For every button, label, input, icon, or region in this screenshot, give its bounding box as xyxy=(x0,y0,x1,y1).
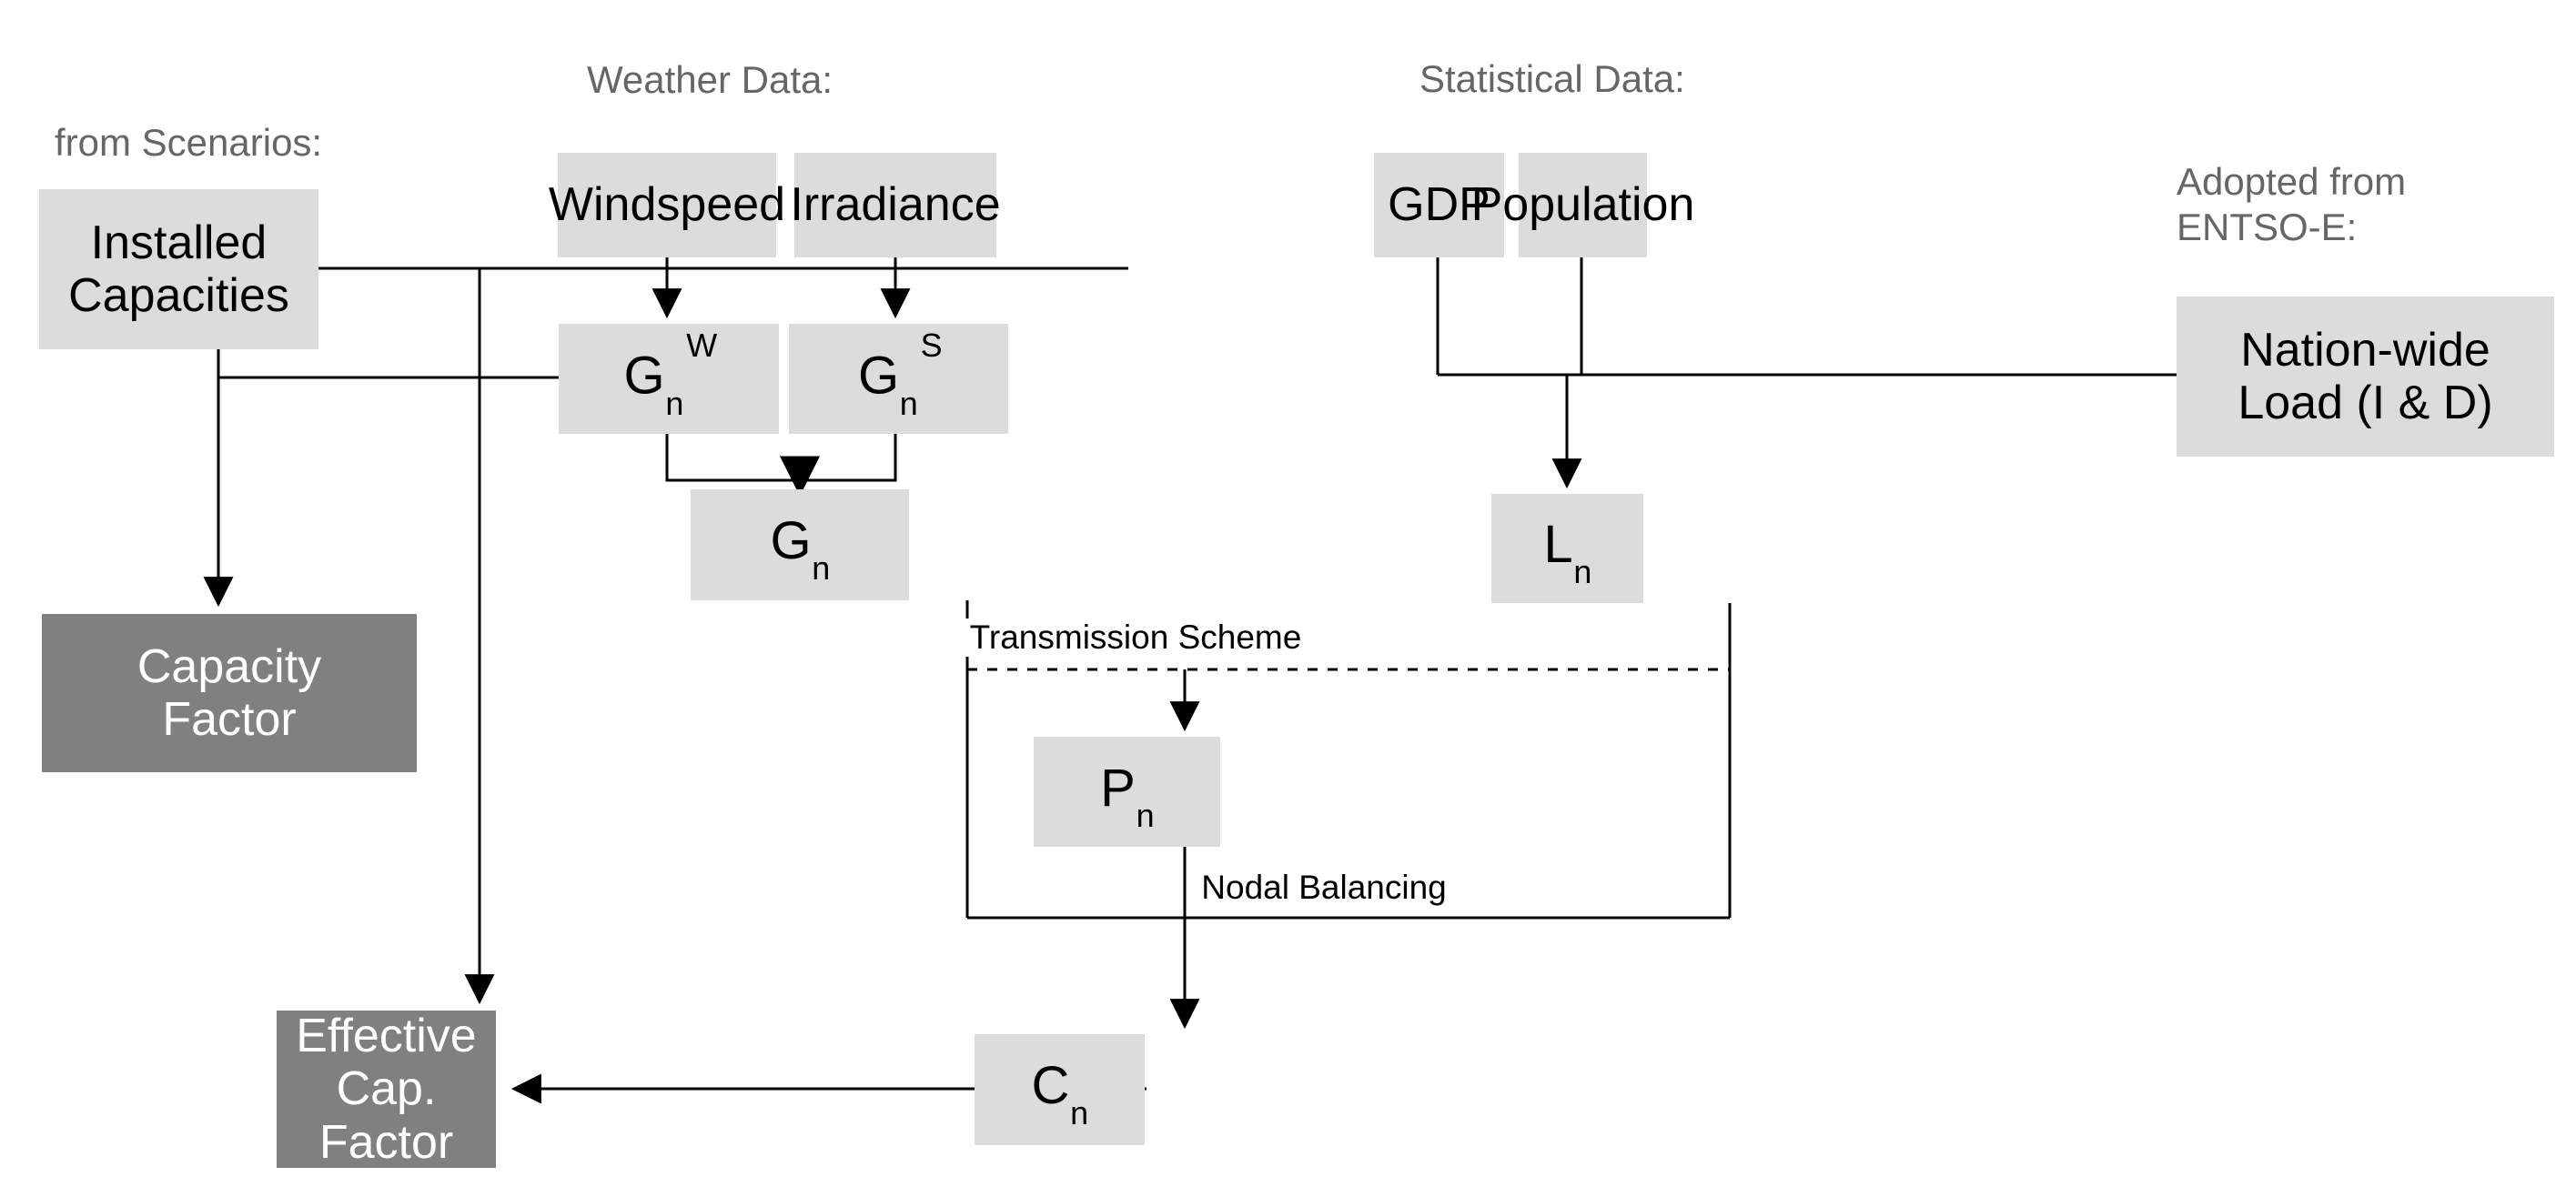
node-g-total[interactable]: Gn xyxy=(691,489,909,600)
node-g-solar-sup: S xyxy=(920,327,943,365)
node-power-n-base: P xyxy=(1100,758,1136,818)
node-gdp-label: GDP xyxy=(1388,178,1490,232)
node-g-total-sub: n xyxy=(812,549,831,588)
node-g-wind[interactable]: GnW xyxy=(559,324,779,434)
node-cap-n[interactable]: Cn xyxy=(975,1034,1145,1145)
caption-weather-data: Weather Data: xyxy=(587,58,833,101)
node-load-n[interactable]: Ln xyxy=(1491,494,1643,603)
edge-gsolar-to-gtotal xyxy=(800,434,897,482)
node-g-total-base: G xyxy=(770,511,812,571)
node-irradiance-label: Irradiance xyxy=(790,178,1001,232)
node-nation-wide-load[interactable]: Nation-wide Load (I & D) xyxy=(2177,297,2554,457)
edge-installedcap-to-gwind xyxy=(217,348,559,379)
caption-adopted-from-entsoe: Adopted from ENTSO-E: xyxy=(2177,160,2407,248)
node-population-label: Population xyxy=(1470,178,1695,232)
node-power-n-label: Pn xyxy=(1100,758,1154,834)
node-effective-cap-factor[interactable]: Effective Cap. Factor xyxy=(277,1010,496,1169)
node-cap-n-sub: n xyxy=(1070,1094,1089,1132)
node-load-n-sub: n xyxy=(1573,553,1592,591)
node-g-wind-base: G xyxy=(623,346,665,406)
node-g-solar-base: G xyxy=(857,346,900,406)
node-g-wind-sup: W xyxy=(686,327,718,365)
node-g-solar-label: GnS xyxy=(857,327,943,422)
node-g-solar-sub: n xyxy=(899,384,918,422)
node-cap-n-label: Cn xyxy=(1031,1056,1089,1132)
edge-gwind-to-gtotal xyxy=(665,434,800,482)
node-installed-capacities[interactable]: Installed Capacities xyxy=(39,189,318,349)
node-cap-n-base: C xyxy=(1031,1056,1070,1116)
node-effective-cap-factor-label: Effective Cap. Factor xyxy=(296,1010,477,1169)
node-windspeed-label: Windspeed xyxy=(548,178,786,232)
edge-label-transmission-scheme: Transmission Scheme xyxy=(964,619,1308,657)
node-load-n-label: Ln xyxy=(1543,515,1591,590)
caption-statistical-data: Statistical Data: xyxy=(1419,57,1685,100)
node-capacity-factor-label: Capacity Factor xyxy=(136,639,322,746)
node-capacity-factor[interactable]: Capacity Factor xyxy=(42,614,417,772)
node-g-wind-sub: n xyxy=(665,384,684,422)
node-population[interactable]: Population xyxy=(1471,153,1694,257)
node-g-wind-label: GnW xyxy=(623,327,717,422)
node-power-n-sub: n xyxy=(1136,796,1155,834)
node-windspeed[interactable]: Windspeed xyxy=(549,153,785,257)
node-installed-capacities-label: Installed Capacities xyxy=(68,216,289,322)
node-irradiance[interactable]: Irradiance xyxy=(790,153,1001,257)
caption-from-scenarios: from Scenarios: xyxy=(55,121,323,164)
node-nation-wide-load-label: Nation-wide Load (I & D) xyxy=(2238,323,2493,429)
node-power-n[interactable]: Pn xyxy=(1034,737,1220,847)
edge-label-nodal-balancing: Nodal Balancing xyxy=(1196,869,1452,907)
node-g-solar[interactable]: GnS xyxy=(789,324,1008,434)
node-g-total-label: Gn xyxy=(770,511,830,587)
node-gdp[interactable]: GDP xyxy=(1374,153,1504,257)
node-load-n-base: L xyxy=(1543,515,1573,575)
